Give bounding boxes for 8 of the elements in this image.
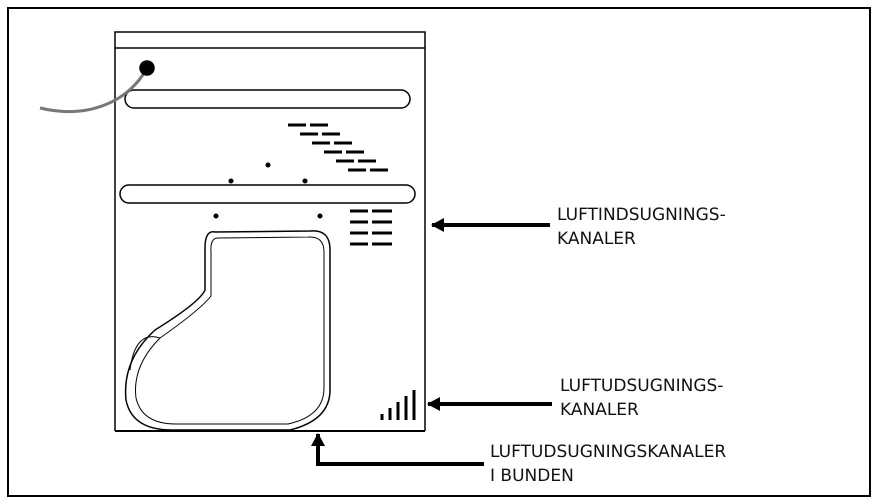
arrow — [311, 433, 484, 466]
part-label: LUFTINDSUGNINGS- KANALER — [557, 203, 726, 251]
air-vents — [380, 390, 416, 420]
arrow — [431, 218, 550, 232]
part-label: LUFTUDSUGNINGSKANALER I BUNDEN — [490, 440, 726, 488]
arrow — [427, 397, 552, 411]
air-vents — [350, 210, 392, 246]
part-label: LUFTUDSUGNINGS- KANALER — [560, 374, 724, 422]
